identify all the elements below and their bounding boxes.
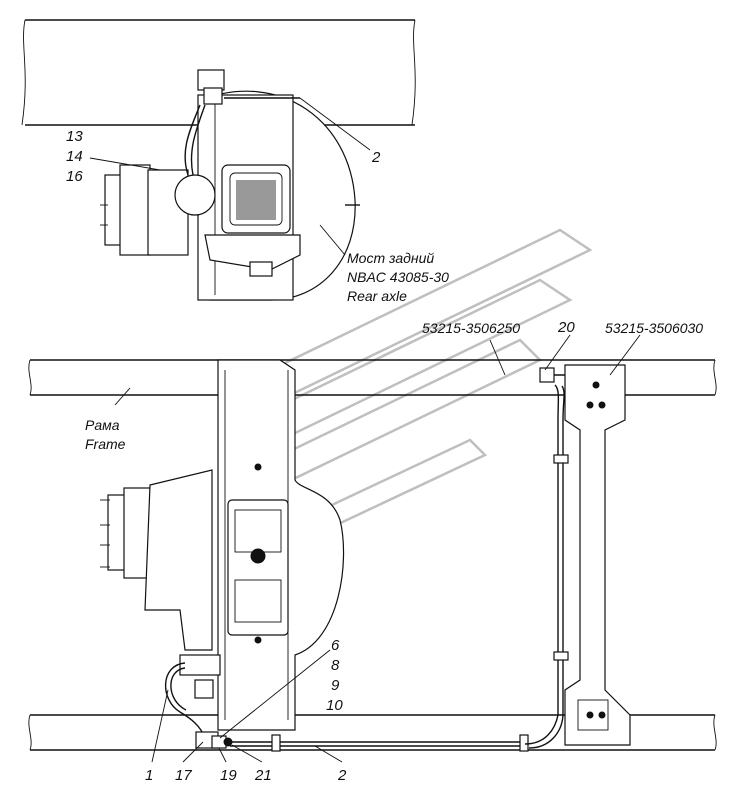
callout-6: 6 [331,637,340,654]
pipe-part-b: 53215-3506030 [605,320,703,336]
pipe-part-a: 53215-3506250 [422,320,520,336]
frame-label-en: Frame [85,436,126,452]
brake-pipeline [230,367,585,752]
axle-label-en: Rear axle [347,288,407,304]
callout-16: 16 [66,168,83,185]
callout-14: 14 [66,148,83,165]
callout-17: 17 [175,767,192,784]
callout-8: 8 [331,657,340,674]
callout-2-upper: 2 [371,149,381,166]
frame-cross-member [564,364,631,746]
callout-20: 20 [557,319,575,336]
callout-9: 9 [331,677,340,694]
callout-2-lower: 2 [337,767,347,784]
callout-21: 21 [254,767,272,784]
lower-leader-lines [114,334,641,763]
callout-1: 1 [145,767,153,784]
callout-10: 10 [326,697,343,714]
lower-axle-drawing [100,359,345,749]
axle-label-code: NBAC 43085-30 [347,269,449,285]
axle-label-ru: Мост задний [347,250,434,266]
frame-label-ru: Рама [85,417,120,433]
callout-13: 13 [66,128,83,145]
rear-axle-drawing [89,69,371,301]
callout-19: 19 [220,767,237,784]
